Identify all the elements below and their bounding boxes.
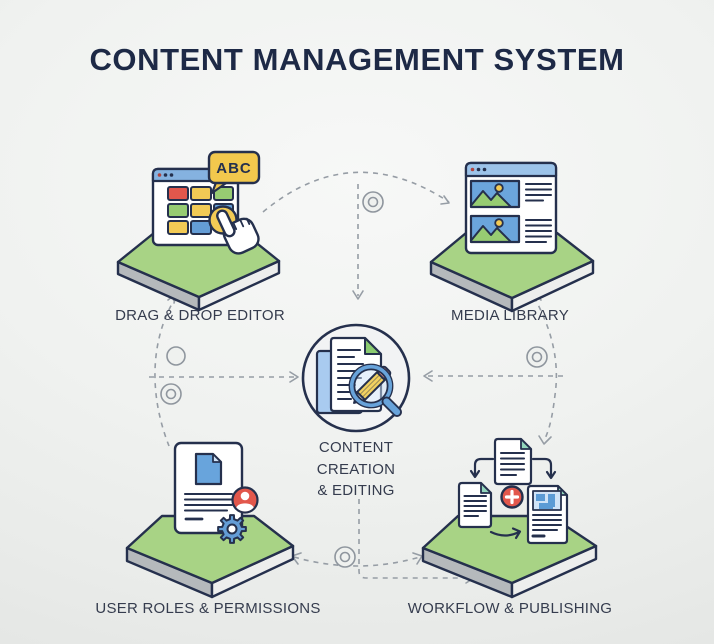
node-circle-right [526,346,548,368]
icon-workflow [421,437,598,599]
text-lines [183,492,234,512]
node-circle-left-lower [160,383,182,405]
connector-center-elbow [358,499,471,579]
published-document-right [526,484,569,545]
draft-document-left [457,481,493,529]
magnifier-handle [381,396,402,417]
text-lines [336,348,365,401]
abc-speech-bubble: ABC [207,150,261,195]
hexagon-platform [116,231,281,312]
pixel-image-blocks [532,490,562,511]
connector-top-arc [262,171,450,213]
text-lines [499,451,526,477]
abc-bubble-text: ABC [216,160,252,177]
gear-icon [217,514,247,544]
branch-arrows [469,457,557,480]
arrowhead-left-horizontal [289,371,299,383]
text-lines [531,513,563,532]
label-drag-drop-editor: DRAG & DROP EDITOR [115,307,285,324]
magnifier-pencil-icon [348,363,402,417]
arrowhead-top-arc [440,195,450,205]
text-lines [463,494,488,518]
browser-window [464,161,558,255]
arrowhead-right-horizontal [423,370,433,382]
page-title: CONTENT MANAGEMENT SYSTEM [89,42,625,77]
file-icon [194,452,223,486]
sun-icon [494,183,504,193]
icon-content-creation [301,323,411,433]
titlebar-dots-icon [470,167,487,172]
label-content-creation: CONTENT CREATION & EDITING [276,437,436,502]
pointer-hand-icon [216,209,260,255]
titlebar [464,161,558,178]
image-thumbnail [469,179,521,209]
user-avatar-icon [231,486,259,514]
arrowhead-top-vertical [352,290,364,300]
node-circle-top [362,191,384,213]
node-circle-left-upper [166,346,186,366]
text-lines [524,182,553,244]
icon-drag-drop-editor: ABC [116,150,281,312]
mountains-icon [471,225,513,242]
label-content-creation-line1: CONTENT [318,439,394,456]
image-thumbnail [469,214,521,244]
label-media-library: MEDIA LIBRARY [450,307,569,324]
publish-flow-arrow [489,527,522,540]
sun-icon [494,218,504,228]
titlebar-dots-icon [157,173,174,177]
label-content-creation-line3: & EDITING [317,482,395,499]
icon-media-library [429,161,595,313]
hexagon-platform [421,514,598,599]
folded-corner [364,337,382,355]
draft-document-top [493,437,533,486]
add-plus-icon [500,485,524,509]
label-workflow: WORKFLOW & PUBLISHING [407,600,613,617]
connector-left-curve [154,296,177,447]
label-content-creation-line2: CREATION [316,460,396,478]
icon-user-roles [125,441,295,599]
hexagon-platform [125,514,295,599]
mountains-icon [471,190,513,207]
label-user-roles: USER ROLES & PERMISSIONS [95,600,321,617]
connector-bottom-arc [293,556,421,567]
node-circle-bottom [334,546,356,568]
arrowhead-right-curve-bottom [538,435,552,445]
